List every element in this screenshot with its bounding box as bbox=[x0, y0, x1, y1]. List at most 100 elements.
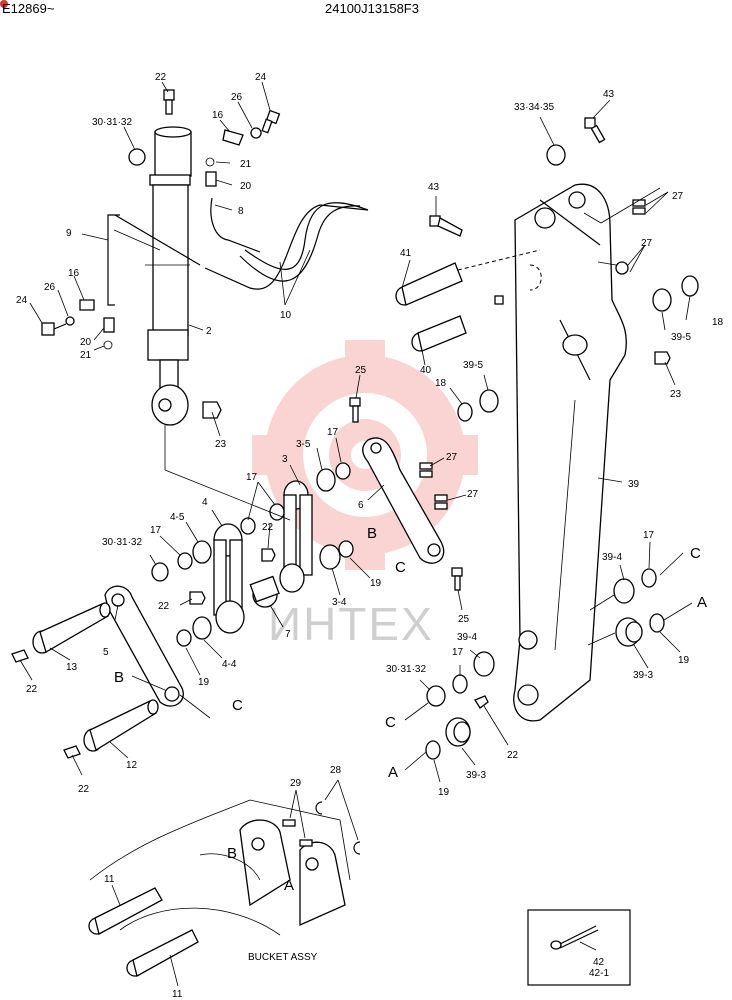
reference-callouts: B C B C C A C A B A bbox=[114, 525, 707, 894]
label-25a: 25 bbox=[355, 365, 367, 376]
set-screws-27-b bbox=[434, 494, 448, 510]
fitting-22-pin13 bbox=[11, 649, 29, 663]
label-17a: 17 bbox=[327, 427, 339, 438]
label-29: 29 bbox=[290, 778, 302, 789]
boom-39 bbox=[494, 183, 627, 722]
bushing-39-3-left bbox=[445, 717, 471, 747]
label-7: 7 bbox=[285, 629, 291, 640]
label-26b: 26 bbox=[44, 282, 56, 293]
link-6 bbox=[362, 437, 445, 564]
callout-b-link5: B bbox=[114, 669, 124, 686]
pin-41 bbox=[395, 249, 541, 306]
seal-19-left bbox=[176, 629, 192, 647]
seal-17-lower bbox=[452, 674, 468, 694]
set-screws-27-c bbox=[632, 199, 646, 215]
label-42: 42 bbox=[593, 957, 605, 968]
label-23b: 23 bbox=[670, 389, 682, 400]
label-16a: 16 bbox=[212, 110, 224, 121]
clamp-16-left bbox=[79, 299, 95, 311]
seal-17-right bbox=[641, 568, 657, 588]
part-number-labels: 22 24 26 16 30·31·32 21 20 8 9 16 26 24 … bbox=[16, 72, 724, 1000]
label-6: 6 bbox=[358, 500, 364, 511]
corner-badge bbox=[0, 0, 8, 8]
pin-12 bbox=[83, 699, 159, 752]
label-43b: 43 bbox=[428, 182, 440, 193]
label-40: 40 bbox=[420, 365, 432, 376]
fitting-23-right bbox=[654, 351, 671, 365]
snap-ring-28-a bbox=[315, 801, 323, 815]
seal-30-top bbox=[128, 148, 146, 166]
callout-c-link6: C bbox=[395, 559, 406, 576]
label-19d: 19 bbox=[438, 787, 450, 798]
label-22g: 22 bbox=[507, 750, 519, 761]
label-33-34-35: 33·34·35 bbox=[514, 102, 554, 113]
label-19b: 19 bbox=[198, 677, 210, 688]
fitting-20-left bbox=[103, 317, 115, 333]
label-27b: 27 bbox=[467, 489, 479, 500]
serial-range: E12869~ bbox=[2, 1, 55, 16]
inset-box bbox=[527, 909, 631, 986]
seal-17-top bbox=[335, 462, 351, 480]
label-17c: 17 bbox=[150, 525, 162, 536]
label-22b: 22 bbox=[262, 522, 274, 533]
label-21a: 21 bbox=[240, 159, 252, 170]
bushing-3-4 bbox=[319, 544, 341, 570]
clamp-16-top bbox=[222, 129, 244, 146]
pin-7 bbox=[249, 575, 280, 608]
label-24a: 24 bbox=[255, 72, 267, 83]
label-5: 5 bbox=[103, 647, 109, 658]
label-13: 13 bbox=[66, 662, 78, 673]
label-4-5: 4-5 bbox=[170, 512, 185, 523]
label-11b: 11 bbox=[172, 989, 183, 1000]
pipe-9 bbox=[107, 214, 120, 306]
label-3-4: 3-4 bbox=[332, 597, 347, 608]
label-10: 10 bbox=[280, 310, 292, 321]
label-30-31-32c: 30·31·32 bbox=[386, 664, 426, 675]
label-3-5: 3-5 bbox=[296, 439, 311, 450]
bolt-43-top bbox=[584, 117, 606, 144]
hoses-10 bbox=[204, 202, 369, 290]
label-17e: 17 bbox=[452, 647, 464, 658]
washer-26-top bbox=[250, 127, 262, 139]
washer-26-left bbox=[65, 316, 75, 326]
callout-b-link6: B bbox=[367, 525, 377, 542]
label-39-4a: 39-4 bbox=[602, 552, 622, 563]
label-27c: 27 bbox=[672, 191, 684, 202]
cotter-pin-42 bbox=[550, 925, 599, 950]
label-22a: 22 bbox=[155, 72, 167, 83]
pin-11-upper bbox=[88, 887, 163, 935]
label-27d: 27 bbox=[641, 238, 653, 249]
bushing-39-5-right bbox=[652, 288, 672, 312]
seal-33-34-35 bbox=[546, 144, 566, 166]
set-screws-27-a bbox=[419, 462, 433, 478]
label-39-3b: 39-3 bbox=[466, 770, 486, 781]
leader-lines bbox=[19, 81, 693, 987]
pipe-9-upper bbox=[114, 214, 201, 266]
bushing-4-4 bbox=[192, 616, 212, 640]
fitting-22-lower bbox=[474, 695, 489, 709]
bolt-24-top bbox=[261, 109, 281, 134]
fitting-22-left bbox=[189, 591, 206, 605]
label-42-1: 42-1 bbox=[589, 968, 609, 979]
seal-30-lower bbox=[426, 685, 446, 707]
label-17b: 17 bbox=[246, 472, 258, 483]
label-22e: 22 bbox=[26, 684, 38, 695]
label-18b: 18 bbox=[712, 317, 724, 328]
document-number: 24100J13158F3 bbox=[325, 1, 419, 16]
hose-8 bbox=[210, 197, 261, 253]
callout-c-link5: C bbox=[232, 697, 243, 714]
callout-a-right: A bbox=[697, 594, 707, 611]
label-19a: 19 bbox=[370, 578, 382, 589]
label-25b: 25 bbox=[458, 614, 470, 625]
bolt-25-lower bbox=[451, 567, 463, 591]
snap-ring-28-b bbox=[353, 841, 361, 855]
label-18a: 18 bbox=[435, 378, 447, 389]
label-4: 4 bbox=[202, 497, 208, 508]
label-22c: 22 bbox=[158, 601, 170, 612]
bolt-25-upper bbox=[349, 397, 361, 423]
label-4-4: 4-4 bbox=[222, 659, 237, 670]
callout-a-lower: A bbox=[388, 764, 398, 781]
label-20a: 20 bbox=[240, 181, 252, 192]
oring-21-top bbox=[205, 157, 215, 167]
